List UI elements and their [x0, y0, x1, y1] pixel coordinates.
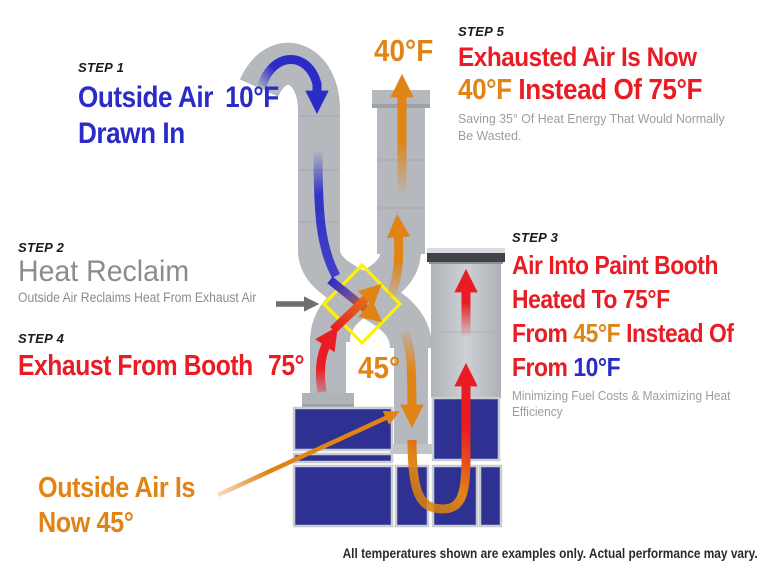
air-flow-arrows — [257, 55, 478, 514]
step3-line4-pre: From — [512, 352, 574, 382]
step3-note: Minimizing Fuel Costs & Maximizing Heat … — [512, 388, 751, 420]
heat-exchanger-diamond — [321, 262, 403, 346]
outside-air-callout-line — [217, 410, 400, 498]
supply-duct-cap-edge — [429, 262, 503, 264]
step3-note-line2: Efficiency — [512, 405, 563, 419]
step5-label: STEP 5 — [458, 24, 505, 39]
exhaust-out-temp-label: 40°F — [374, 33, 434, 68]
step5-callout: STEP 5 Exhausted Air Is Now 40°F Instead… — [458, 24, 739, 144]
step2-subtitle: Outside Air Reclaims Heat From Exhaust A… — [18, 290, 257, 305]
step3-line3: From 45°F Instead Of — [512, 316, 734, 350]
step4-callout: STEP 4 Exhaust From Booth 75° — [18, 331, 355, 384]
step1-callout: STEP 1 Outside Air 10°F Drawn In — [78, 60, 309, 152]
step3-line4: From 10°F — [512, 350, 734, 384]
outside-air-line2: Now 45° — [38, 507, 134, 539]
booth-exhaust-arrow — [315, 326, 338, 393]
step1-line2: Drawn In — [78, 117, 185, 150]
step3-cold-temp: 10°F — [573, 352, 621, 382]
step2-label: STEP 2 — [18, 240, 65, 255]
step1-label: STEP 1 — [78, 60, 125, 75]
step5-note-line2: Be Wasted. — [458, 127, 522, 143]
step5-line2: 40°F Instead Of 75°F — [458, 73, 711, 108]
step3-line1: Air Into Paint Booth — [512, 250, 719, 280]
booth-right-lower-panel — [431, 464, 479, 528]
step3-callout: STEP 3 Air Into Paint Booth Heated To 75… — [512, 230, 764, 420]
outside-air-line1: Outside Air Is — [38, 472, 196, 504]
step3-line2: Heated To 75°F — [512, 284, 670, 314]
booth-left-lower-panel — [292, 464, 394, 528]
step1-line1-text: Outside Air — [78, 81, 213, 114]
step3-note-line1: Minimizing Fuel Costs & Maximizing Heat — [512, 389, 731, 403]
step5-note: Saving 35° Of Heat Energy That Would Nor… — [458, 111, 725, 144]
outside-air-callout: Outside Air Is Now 45° — [38, 471, 218, 541]
step2-callout: STEP 2 Heat Reclaim Outside Air Reclaims… — [18, 240, 283, 306]
step5-line2-rest: Instead Of 75°F — [511, 74, 702, 106]
step4-text: Exhaust From Booth — [18, 350, 253, 382]
step3-mid-temp: 45°F — [573, 318, 621, 348]
reclaimed-air-down-arrow — [399, 330, 424, 429]
reclaimed-air-up-arrow — [386, 213, 411, 298]
booth-right-corner-panel — [478, 464, 503, 528]
step4-line1: Exhaust From Booth 75° — [18, 348, 304, 384]
step2-title: Heat Reclaim — [18, 255, 190, 288]
cold-to-warm-exchange-arrow — [327, 276, 383, 323]
step5-new-temp: 40°F — [458, 74, 512, 106]
booth-left-upper-panel — [292, 406, 394, 452]
supply-duct-cap-top — [427, 248, 505, 254]
step3-label: STEP 3 — [512, 230, 559, 245]
reclaimed-temp-label: 45° — [358, 350, 401, 385]
cold-air-inlet-arrow — [257, 55, 329, 115]
step1-inlet-temp: 10°F — [225, 81, 279, 114]
step1-line1: Outside Air 10°F — [78, 80, 279, 116]
disclaimer-text: All temperatures shown are examples only… — [342, 546, 758, 561]
hot-to-warm-exchange-arrow — [330, 283, 382, 334]
step3-line3-pre: From — [512, 318, 574, 348]
cold-air-descent-arrow — [313, 149, 340, 279]
booth-exhaust-collar-shadow — [302, 404, 354, 408]
step3-line3-post: Instead Of — [620, 318, 734, 348]
step4-exhaust-temp: 75° — [268, 350, 305, 382]
u-turn-heated-air-arrow — [407, 362, 478, 514]
step4-label: STEP 4 — [18, 331, 65, 346]
supply-duct-cap-band — [427, 253, 505, 262]
step5-note-line1: Saving 35° Of Heat Energy That Would Nor… — [458, 111, 725, 126]
step5-line1: Exhausted Air Is Now — [458, 42, 697, 72]
